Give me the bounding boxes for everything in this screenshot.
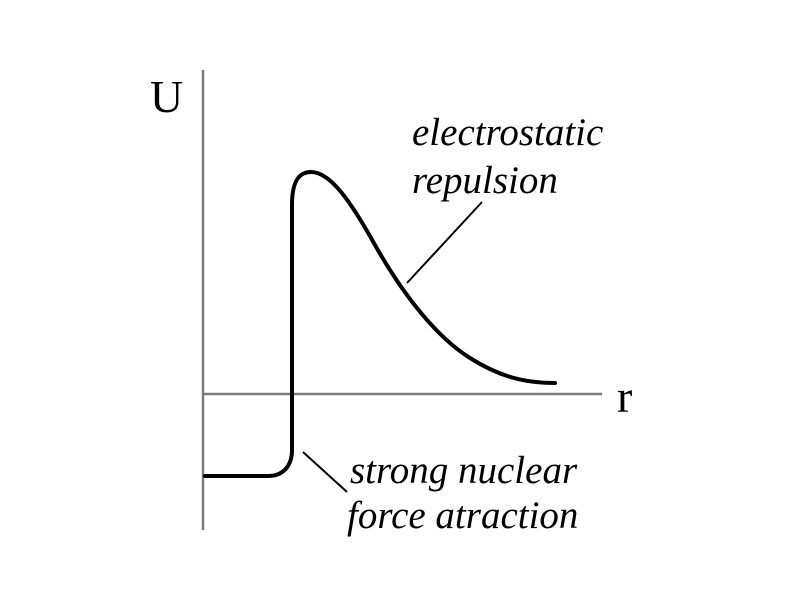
repulsion-label-line1: electrostatic [412,111,603,154]
attraction-label-line2: force atraction [347,494,578,537]
y-axis-label: U [150,71,183,122]
x-axis-label: r [617,371,632,422]
attraction-label-line1: strong nuclear [350,449,578,492]
attraction-leader-line [302,451,348,493]
repulsion-leader-line [406,201,483,284]
repulsion-label-line2: repulsion [412,159,558,202]
potential-energy-curve [203,170,557,478]
